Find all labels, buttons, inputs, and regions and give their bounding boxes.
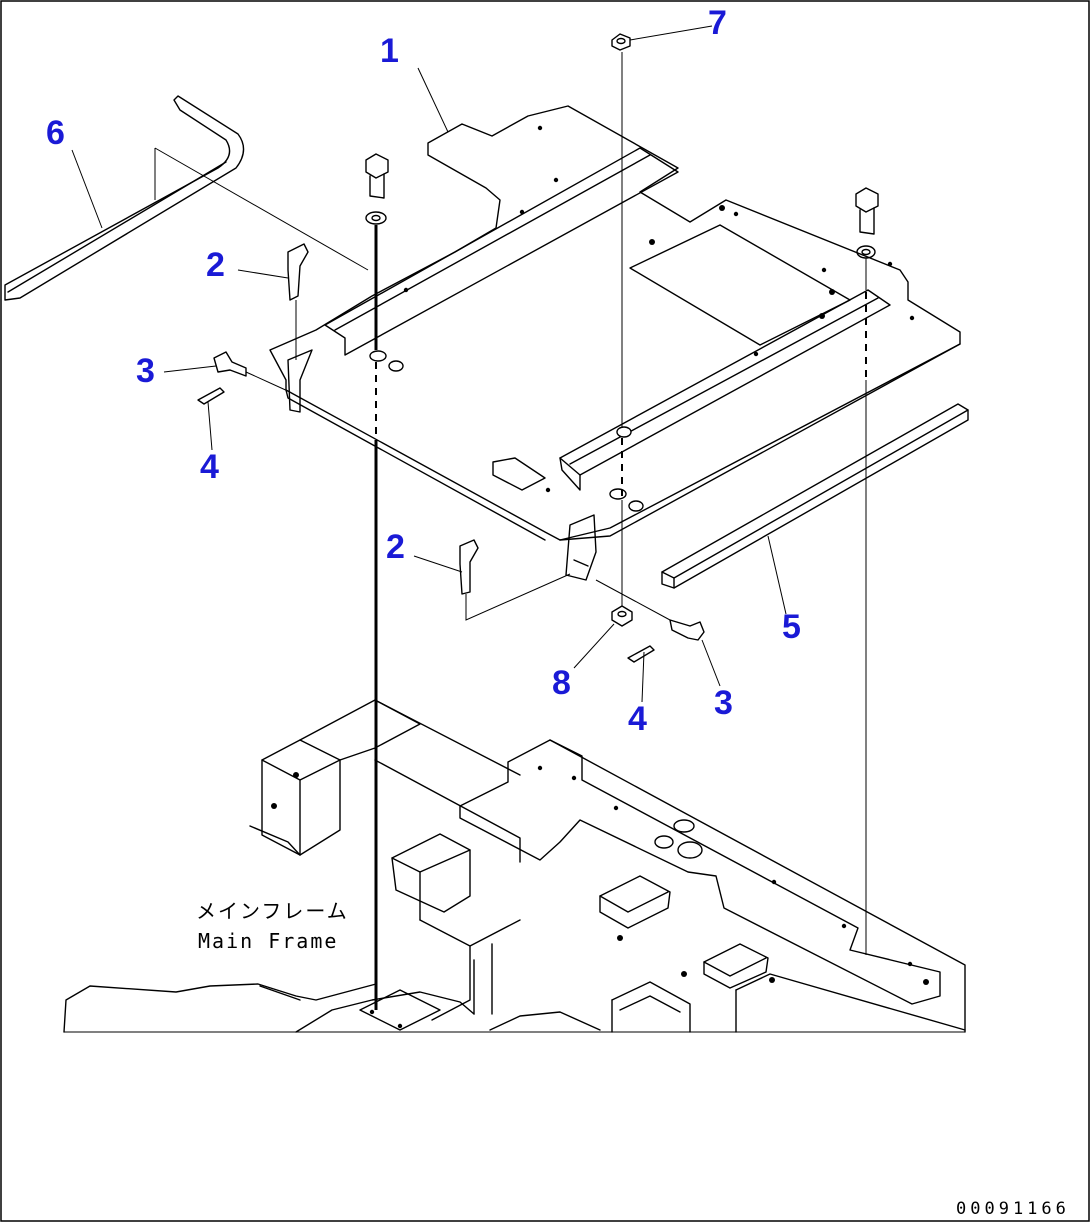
part-4-clip-lower xyxy=(627,645,655,663)
part-3-pin-lower xyxy=(595,579,705,641)
callout-8: 8 xyxy=(552,664,571,702)
part-4-clip-upper xyxy=(197,387,225,405)
part-1-floor-plate xyxy=(269,105,961,581)
main-frame-label-jp: メインフレーム xyxy=(196,899,349,923)
part-2-latch-lower xyxy=(459,539,571,621)
main-frame xyxy=(63,699,966,1033)
drawing-code: 00091166 xyxy=(956,1199,1070,1219)
part-6-rod xyxy=(4,95,369,301)
bolt-left xyxy=(365,153,389,225)
leader-lines xyxy=(71,25,787,703)
part-3-pin-upper xyxy=(213,351,291,393)
part-2-latch-upper xyxy=(287,243,309,360)
main-frame-label-en: Main Frame xyxy=(198,929,338,953)
callout-7: 7 xyxy=(708,4,727,42)
callout-2-lower: 2 xyxy=(386,528,405,566)
callout-5: 5 xyxy=(782,608,801,646)
assembly-lines xyxy=(374,52,867,1010)
part-5-bar xyxy=(661,403,969,589)
nut-7 xyxy=(611,33,631,51)
callout-4-lower: 4 xyxy=(628,700,647,738)
bolt-right xyxy=(855,187,879,259)
callout-2-upper: 2 xyxy=(206,246,225,284)
callout-3-lower: 3 xyxy=(714,684,733,722)
nut-8 xyxy=(611,605,633,627)
callout-1: 1 xyxy=(380,32,399,70)
callout-6: 6 xyxy=(46,114,65,152)
callout-4-upper: 4 xyxy=(200,448,219,486)
callout-3-upper: 3 xyxy=(136,352,155,390)
